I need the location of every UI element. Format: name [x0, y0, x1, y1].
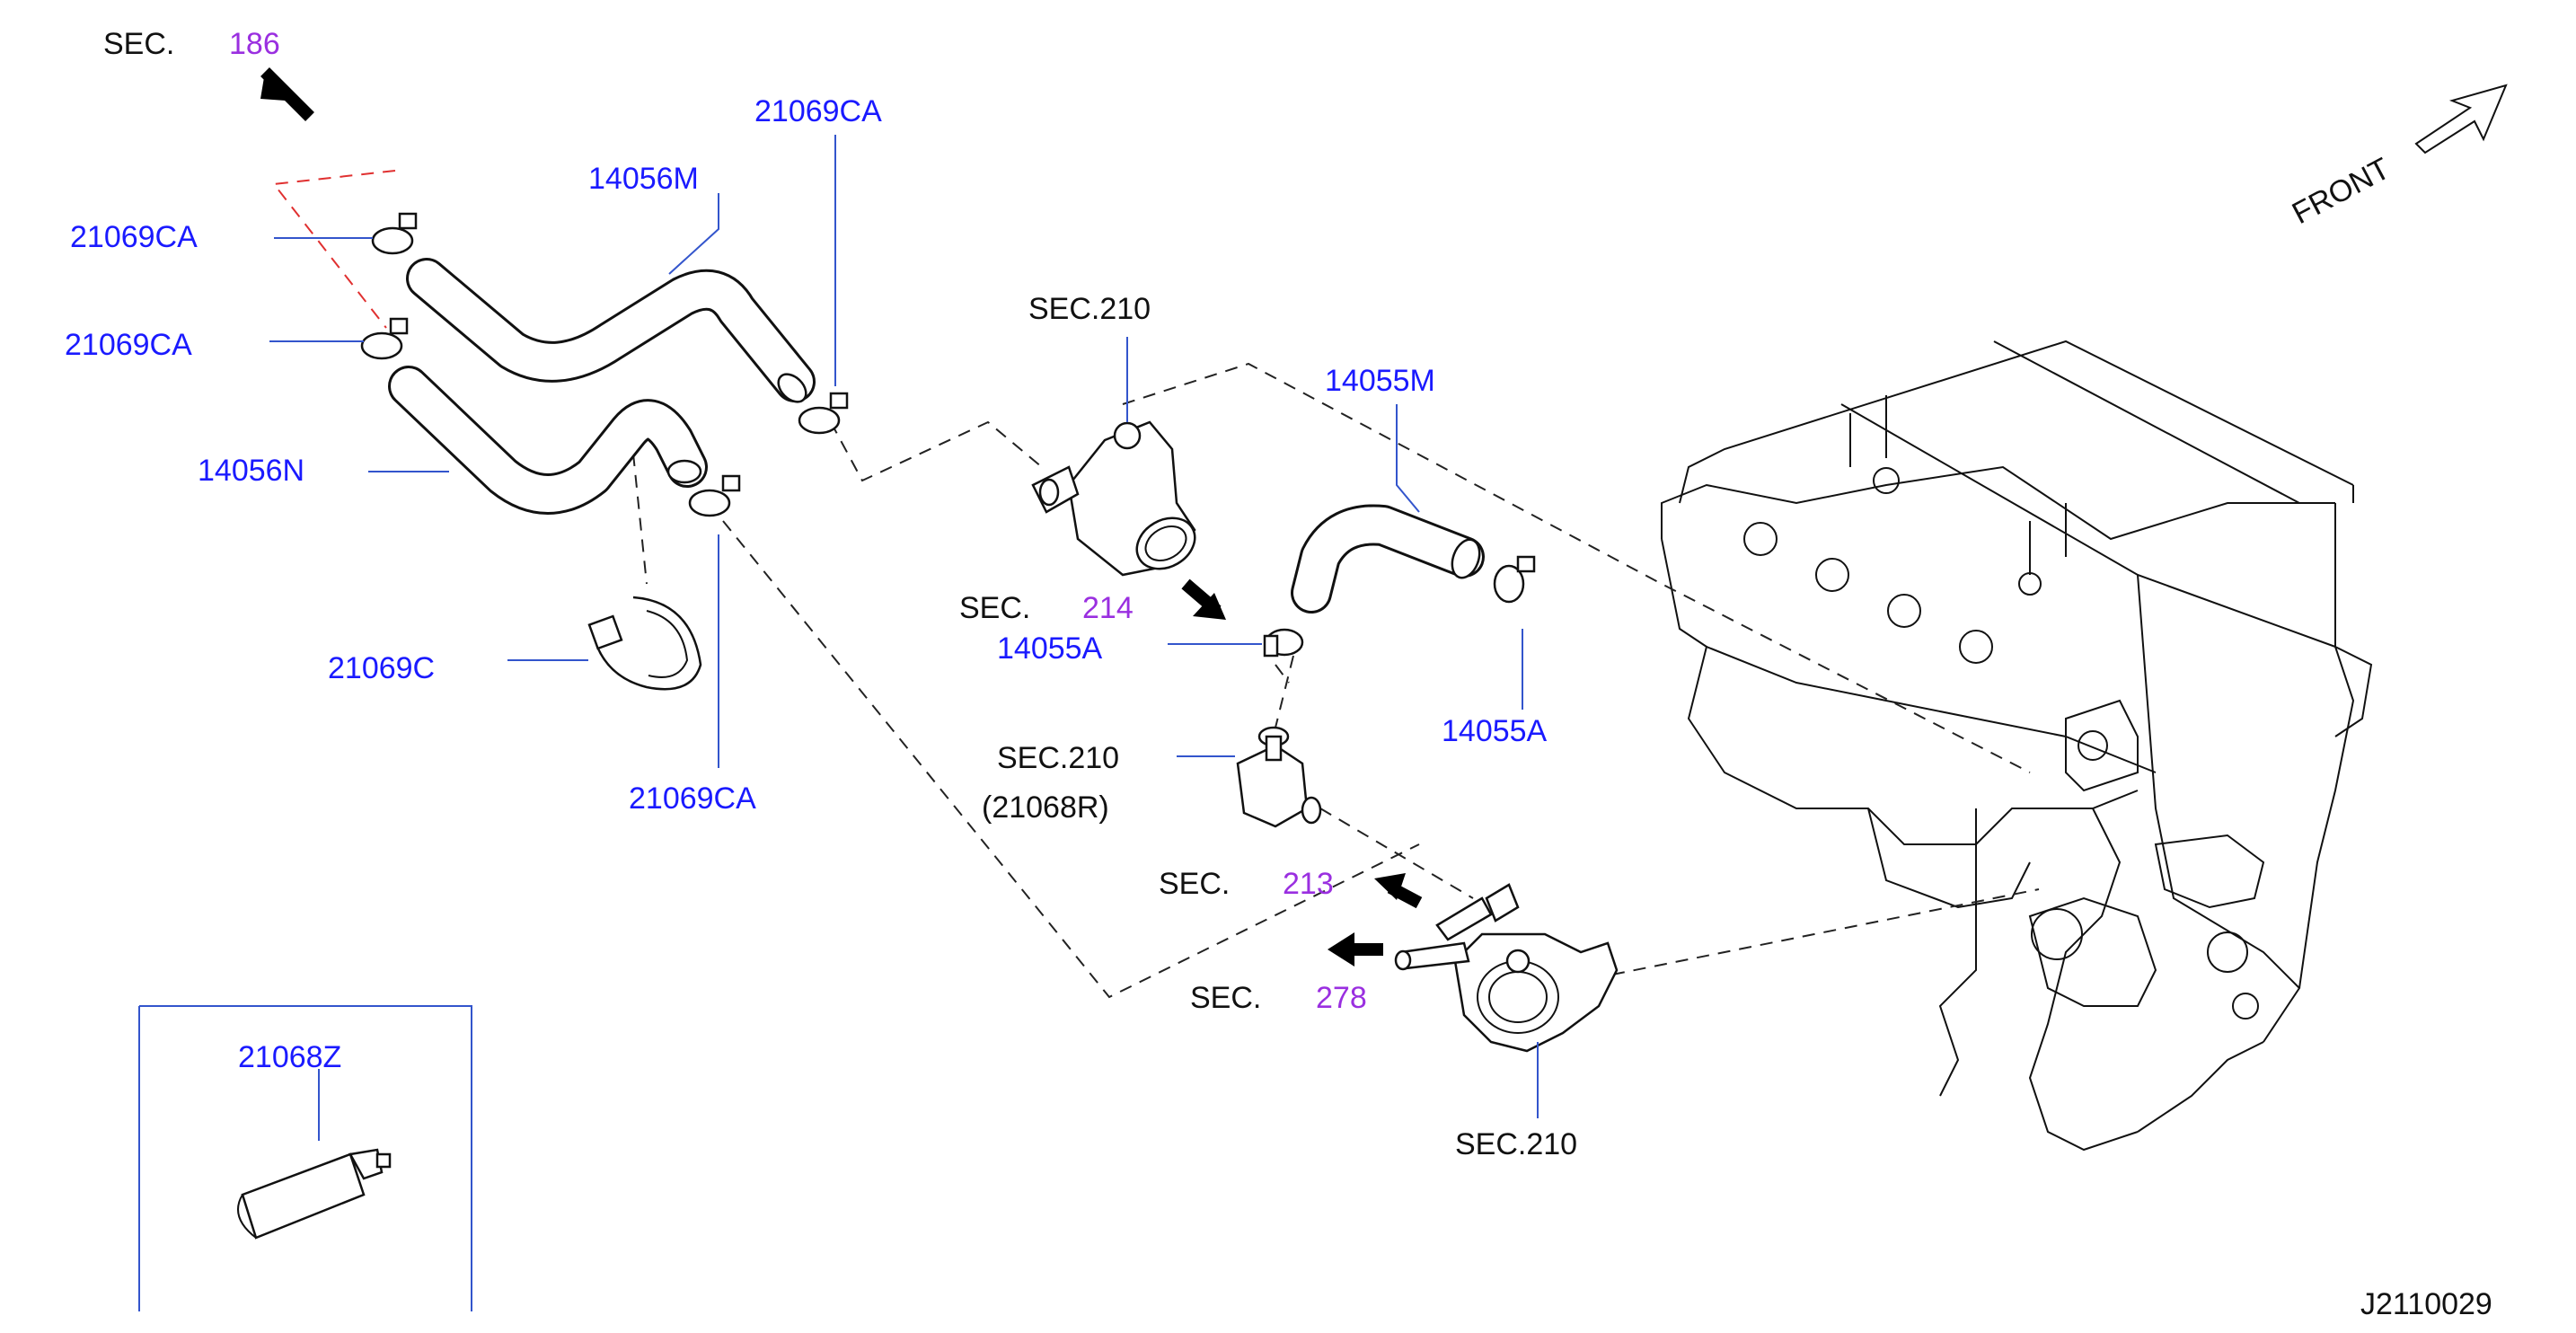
diagram-id: J2110029 — [2360, 1287, 2492, 1321]
water-outlet-sec210 — [1031, 420, 1196, 577]
clamp-21069ca-c — [798, 392, 849, 435]
label-21068z[interactable]: 21068Z — [238, 1040, 341, 1074]
clamp-21069ca-d — [688, 474, 741, 517]
label-21069c[interactable]: 21069C — [328, 651, 435, 685]
hose-14056m — [406, 258, 816, 403]
sec214-ref[interactable]: 214 — [1082, 591, 1134, 625]
label-21068r: (21068R) — [982, 790, 1109, 825]
label-21069ca-top-right[interactable]: 21069CA — [754, 94, 882, 128]
sec186-ref[interactable]: 186 — [229, 27, 280, 61]
label-14056n[interactable]: 14056N — [198, 454, 304, 488]
front-label: FRONT — [2287, 152, 2395, 232]
label-sec210-top[interactable]: SEC.210 — [1028, 292, 1151, 326]
clamp-14055a-right — [1493, 555, 1536, 604]
sec214-prefix: SEC. — [959, 591, 1030, 625]
hose-14056n — [388, 366, 708, 515]
clamp-14055a-left — [1263, 628, 1304, 658]
label-14056m[interactable]: 14056M — [588, 162, 699, 196]
labels: SEC. 186 21069CA 14056M 21069CA 21069CA … — [65, 27, 2492, 1321]
arrow-sec278 — [1328, 932, 1383, 967]
label-21069ca-bottom[interactable]: 21069CA — [629, 781, 756, 816]
engine-block — [1661, 340, 2373, 1152]
arrow-sec186 — [260, 67, 314, 121]
label-14055m[interactable]: 14055M — [1325, 364, 1435, 398]
clamp-21069ca-a — [371, 212, 418, 255]
hose-14055m — [1291, 504, 1485, 614]
leader-lines — [138, 135, 1539, 1311]
label-sec210-bottom[interactable]: SEC.210 — [1455, 1127, 1577, 1161]
clamp-21069c — [587, 596, 702, 691]
thermostat-21068r — [1236, 726, 1322, 828]
sec213-prefix: SEC. — [1159, 867, 1230, 901]
label-21069ca-left-lower[interactable]: 21069CA — [65, 328, 192, 362]
label-14055a-left[interactable]: 14055A — [997, 631, 1103, 666]
sec186-prefix: SEC. — [103, 27, 174, 61]
sec278-prefix: SEC. — [1190, 981, 1261, 1015]
clamp-21069ca-b — [360, 317, 409, 360]
sec278-ref[interactable]: 278 — [1316, 981, 1367, 1015]
label-21069ca-left-upper[interactable]: 21069CA — [70, 220, 198, 254]
arrow-sec214 — [1181, 578, 1226, 620]
assembly-dashed-lines — [272, 170, 2040, 999]
front-arrow-icon: FRONT — [2287, 84, 2508, 232]
label-14055a-right[interactable]: 14055A — [1442, 714, 1548, 748]
thermostat-housing-sec210 — [1394, 883, 1619, 1053]
arrow-sec213 — [1374, 873, 1423, 909]
label-sec210-mid[interactable]: SEC.210 — [997, 741, 1119, 775]
sec213-ref[interactable]: 213 — [1283, 867, 1334, 901]
sealant-tube-21068z — [237, 1148, 392, 1240]
